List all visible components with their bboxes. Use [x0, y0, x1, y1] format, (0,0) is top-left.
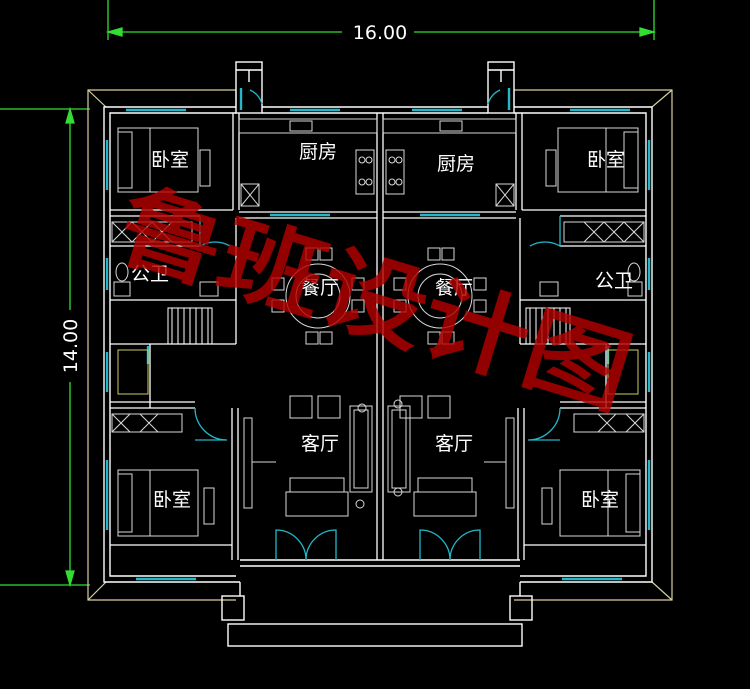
room-label-living-left: 客厅: [301, 433, 339, 455]
room-label-bath-right: 公卫: [595, 270, 633, 292]
room-label-kitchen-right: 厨房: [437, 153, 475, 175]
room-label-bedroom-bottom-left: 卧室: [153, 489, 191, 511]
stairs-left: [117, 307, 213, 395]
stairs-right: [525, 307, 639, 395]
height-dimension-label: 14.00: [60, 319, 82, 373]
room-label-bedroom-top-left: 卧室: [151, 149, 189, 171]
room-label-dining-right: 餐厅: [435, 277, 473, 299]
room-label-bedroom-top-right: 卧室: [587, 149, 625, 171]
width-dimension-label: 16.00: [353, 22, 407, 44]
bed-top-right: [545, 127, 645, 243]
windows: [105, 88, 651, 581]
living-furniture-right: [387, 395, 515, 517]
kitchen-fixtures-left: [238, 118, 378, 207]
bed-top-left: [111, 127, 211, 243]
bed-bottom-right: [541, 413, 645, 537]
living-furniture-left: [243, 395, 373, 517]
room-label-kitchen-left: 厨房: [299, 141, 337, 163]
dining-table-right: [393, 247, 487, 345]
room-label-dining-left: 餐厅: [301, 277, 339, 299]
room-label-living-right: 客厅: [435, 433, 473, 455]
roof-outline: [87, 89, 673, 601]
doors: [194, 89, 561, 561]
bed-bottom-left: [111, 413, 215, 537]
room-label-bath-left: 公卫: [131, 263, 169, 285]
room-label-bedroom-bottom-right: 卧室: [581, 489, 619, 511]
dining-table-left: [271, 247, 365, 345]
bath-fixtures: [113, 262, 643, 297]
kitchen-fixtures-right: [382, 118, 517, 207]
